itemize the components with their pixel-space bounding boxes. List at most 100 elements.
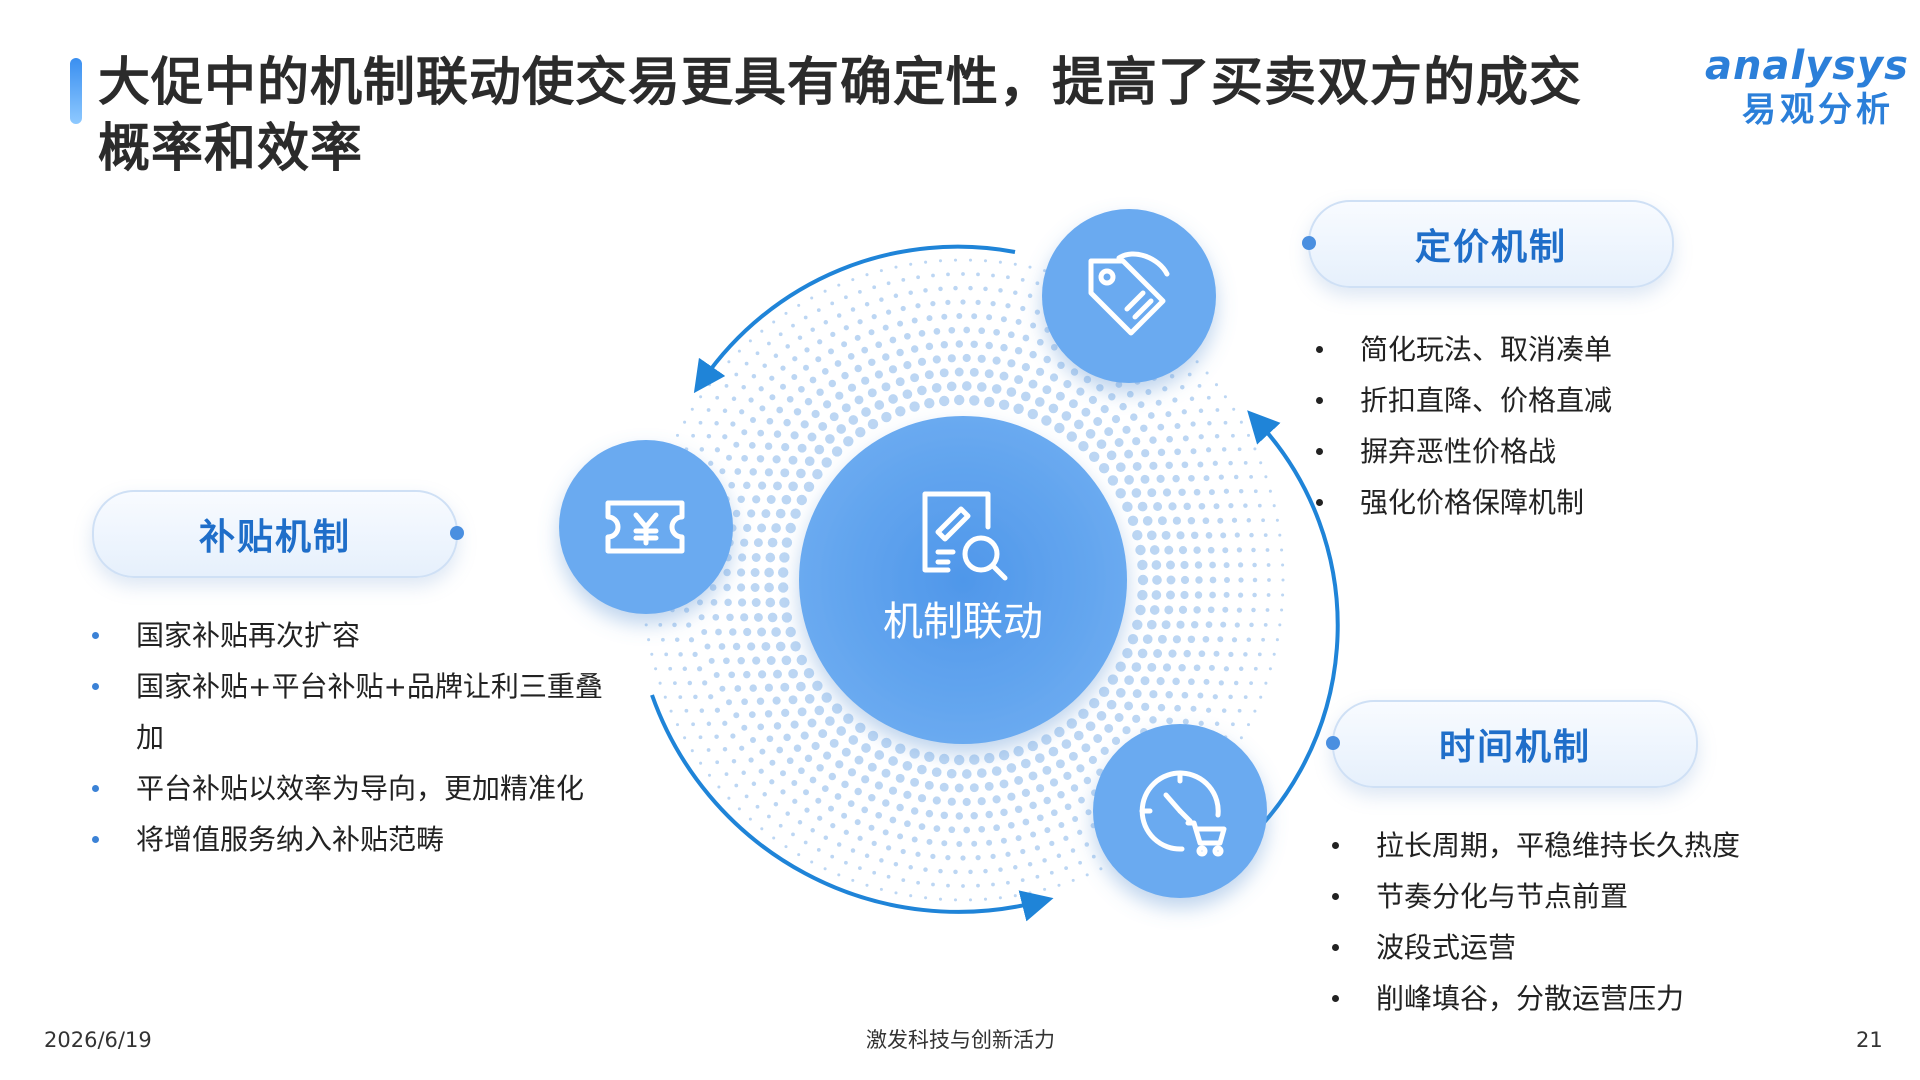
halftone-dot [798, 385, 805, 393]
halftone-dot [1050, 343, 1058, 351]
halftone-dot [1013, 894, 1017, 898]
halftone-dot [783, 418, 791, 427]
halftone-dot [909, 748, 920, 759]
halftone-dot [1076, 387, 1085, 396]
halftone-dot [803, 315, 808, 320]
halftone-dot [1096, 384, 1104, 392]
halftone-dot [1259, 461, 1263, 465]
halftone-dot [732, 642, 741, 651]
halftone-dot [1068, 751, 1078, 761]
halftone-dot [885, 309, 892, 315]
halftone-dot [741, 724, 748, 731]
halftone-dot [1071, 878, 1075, 882]
halftone-dot [1253, 709, 1257, 713]
halftone-dot [1228, 460, 1233, 466]
halftone-dot [865, 883, 869, 887]
halftone-dot [1161, 620, 1171, 630]
halftone-dot [737, 568, 746, 577]
halftone-dot [734, 783, 739, 788]
list-item: 国家补贴+平台补贴+品牌让利三重叠 [88, 661, 648, 712]
subsidy-mechanism-pill: 补贴机制 [92, 490, 464, 578]
halftone-dot [1020, 758, 1031, 769]
halftone-dot [970, 340, 978, 349]
halftone-dot [1100, 405, 1109, 414]
halftone-dot [882, 353, 890, 361]
halftone-dot [1205, 532, 1213, 539]
halftone-dot [983, 897, 988, 901]
halftone-dot [1181, 409, 1187, 415]
halftone-dot [1115, 661, 1126, 672]
halftone-dot [757, 723, 765, 731]
halftone-dot [664, 652, 669, 657]
halftone-dot [1013, 865, 1018, 870]
halftone-dot [1208, 489, 1215, 496]
halftone-dot [999, 779, 1009, 789]
halftone-dot [854, 395, 864, 405]
halftone-dot [990, 853, 996, 860]
halftone-dot [881, 768, 891, 778]
halftone-dot [701, 629, 708, 635]
halftone-dot [998, 288, 1003, 293]
halftone-dot [844, 860, 848, 865]
halftone-dot [759, 405, 766, 412]
halftone-dot [953, 285, 958, 291]
halftone-dot [1085, 809, 1092, 816]
halftone-dot [983, 868, 988, 874]
halftone-dot [1253, 489, 1258, 494]
halftone-dot [1132, 714, 1141, 723]
halftone-dot [938, 286, 943, 292]
halftone-dot [760, 329, 764, 333]
halftone-dot [991, 384, 1002, 394]
halftone-dot [1132, 437, 1141, 446]
halftone-dot [1130, 413, 1138, 421]
halftone-dot [1156, 474, 1165, 483]
halftone-dot [1164, 545, 1174, 555]
halftone-dot [781, 443, 790, 452]
halftone-dot [1212, 694, 1218, 700]
halftone-dot [1147, 412, 1155, 419]
halftone-dot [843, 436, 854, 447]
halftone-dot [741, 384, 746, 390]
halftone-dot [886, 281, 891, 286]
halftone-dot [683, 420, 687, 424]
halftone-dot [1089, 451, 1100, 462]
halftone-dot [1027, 293, 1033, 299]
halftone-dot [780, 789, 786, 795]
halftone-dot [885, 845, 892, 851]
halftone-dot [1057, 361, 1065, 370]
halftone-dot [983, 286, 988, 292]
halftone-dot [1122, 648, 1133, 659]
halftone-dot [902, 760, 913, 771]
halftone-dot [1043, 887, 1047, 891]
halftone-dot [1198, 720, 1204, 726]
halftone-dot [1207, 606, 1215, 614]
halftone-dot [821, 785, 829, 792]
halftone-dot [707, 383, 712, 387]
halftone-dot [778, 567, 789, 578]
halftone-dot [1183, 649, 1191, 658]
halftone-dot [1280, 608, 1284, 612]
halftone-dot [713, 672, 720, 678]
halftone-dot [882, 324, 889, 331]
halftone-dot [825, 716, 835, 726]
halftone-dot [786, 395, 794, 403]
halftone-dot [1078, 441, 1089, 452]
halftone-dot [940, 340, 949, 349]
halftone-dot [836, 842, 842, 847]
halftone-dot [717, 371, 721, 375]
analysys-logo: analysys 易观分析 [1705, 44, 1908, 144]
halftone-dot [977, 354, 986, 363]
halftone-dot [1228, 502, 1234, 509]
halftone-dot [864, 853, 870, 859]
halftone-dot [811, 741, 820, 751]
halftone-dot [1264, 475, 1268, 479]
halftone-dot [1168, 649, 1177, 658]
halftone-dot [837, 873, 841, 877]
halftone-dot [894, 891, 898, 895]
halftone-dot [1205, 447, 1212, 453]
halftone-dot [858, 866, 862, 870]
halftone-dot [1234, 622, 1240, 628]
halftone-dot [1007, 821, 1015, 829]
halftone-dot [986, 314, 993, 321]
halftone-dot [740, 538, 749, 547]
